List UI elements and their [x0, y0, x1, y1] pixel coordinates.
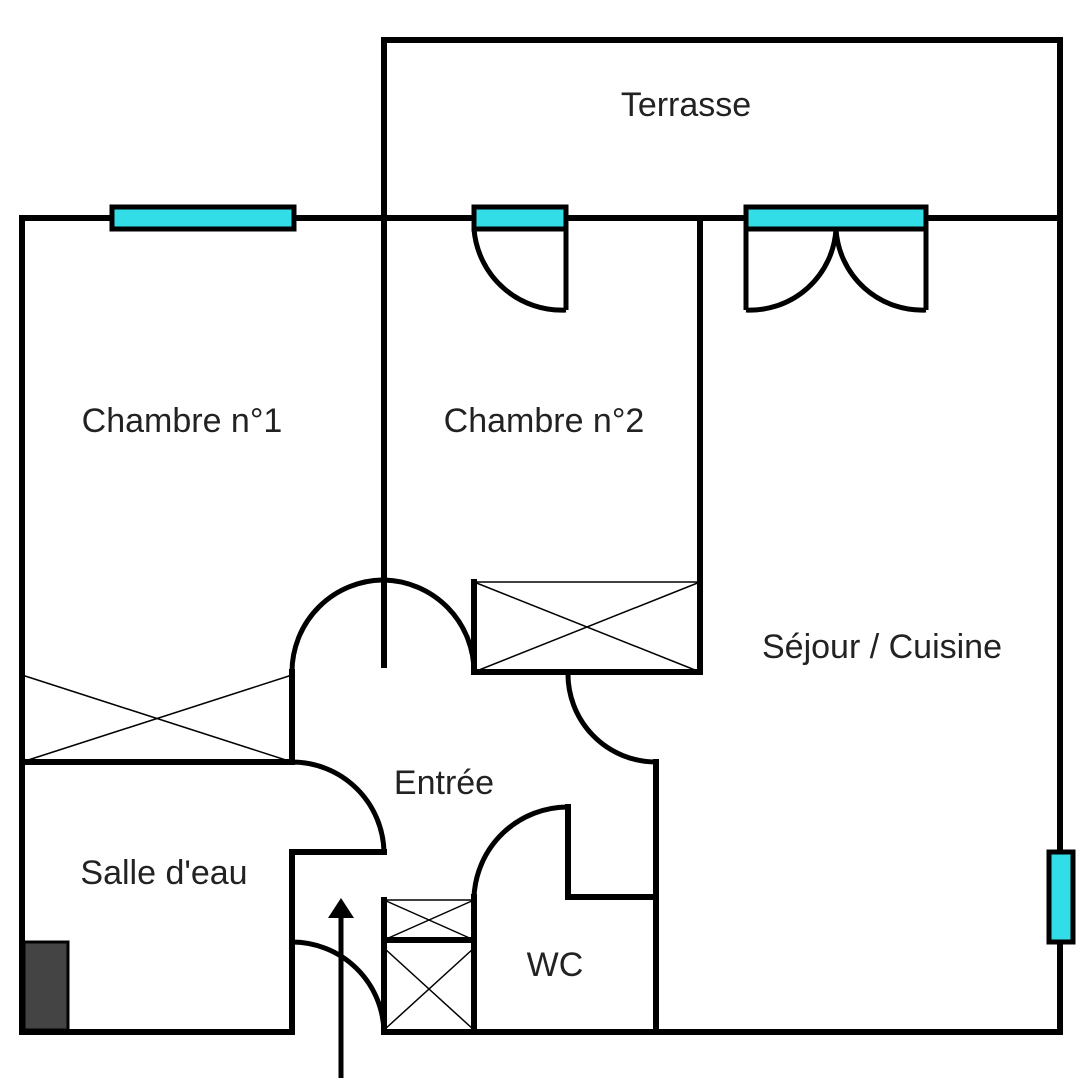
- door-chambre1: [289, 577, 385, 673]
- door-main-entry: [291, 939, 387, 1033]
- label-chambre1: Chambre n°1: [82, 402, 283, 440]
- door-sejour: [565, 671, 657, 765]
- window-chambre2: [471, 204, 569, 313]
- closet-chambre2: [471, 579, 701, 675]
- label-sejour: Séjour / Cuisine: [762, 628, 1002, 666]
- window-sejour-right: [1046, 849, 1076, 945]
- closet-chambre1: [21, 674, 293, 763]
- closet-entree-bottom: [381, 937, 475, 1035]
- shower-fixture: [22, 940, 70, 1032]
- entry-arrow-icon: [328, 898, 354, 1078]
- closet-entree-top: [383, 899, 475, 941]
- window-chambre1: [109, 204, 297, 232]
- door-chambre2: [383, 577, 477, 673]
- door-wc: [471, 804, 569, 898]
- label-wc: WC: [527, 946, 584, 984]
- label-entree: Entrée: [394, 764, 494, 802]
- label-salle-eau: Salle d'eau: [80, 854, 247, 892]
- outer-walls: [19, 215, 1063, 1035]
- interior-walls: [19, 215, 703, 1035]
- window-sejour: [743, 204, 929, 313]
- door-salle-eau: [291, 759, 387, 853]
- label-terrasse: Terrasse: [621, 86, 751, 124]
- terrasse-walls: [381, 37, 1063, 221]
- label-chambre2: Chambre n°2: [444, 402, 645, 440]
